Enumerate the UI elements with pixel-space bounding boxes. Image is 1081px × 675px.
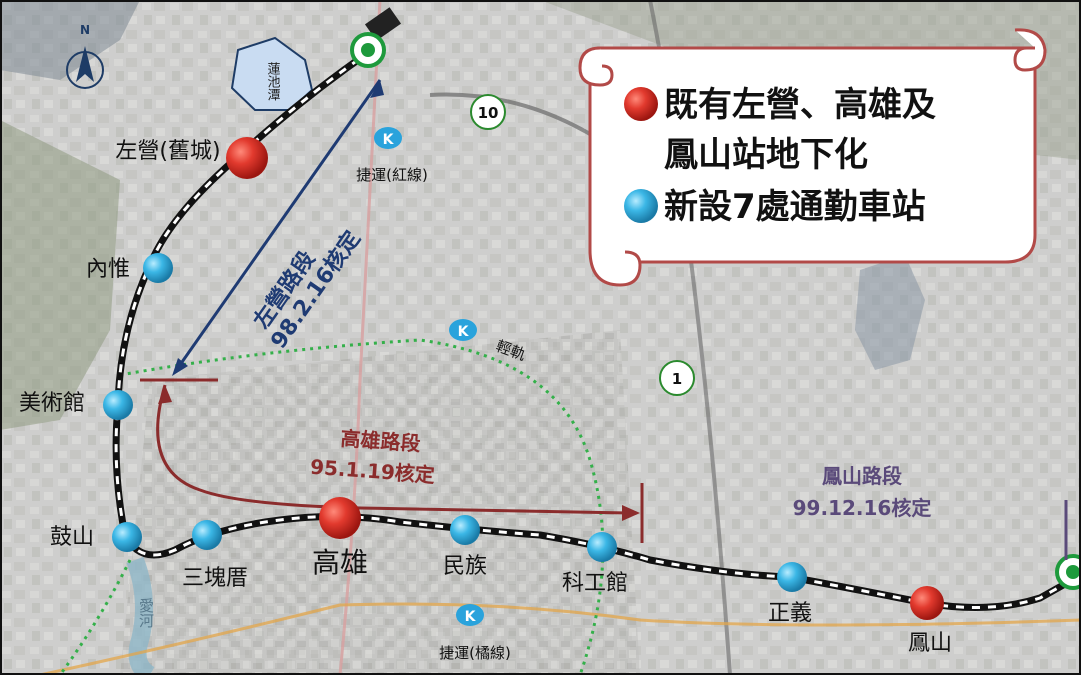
station-science-museum-label: 科工館 — [562, 571, 628, 596]
svg-text:K: K — [383, 132, 395, 148]
station-neiwei-label: 內惟 — [86, 257, 130, 282]
mrt-red-logo-icon: K — [374, 127, 402, 149]
segment-fengshan: 鳳山路段 99.12.16核定 — [793, 464, 1068, 560]
station-minzu-label: 民族 — [443, 554, 487, 579]
legend-line2: 鳳山站地下化 — [664, 135, 868, 175]
legend-scroll-bottom-curl — [588, 249, 642, 287]
svg-text:K: K — [465, 609, 477, 625]
station-sankuaicuo-label: 三塊厝 — [182, 566, 248, 591]
north-label: N — [80, 23, 90, 37]
station-art-museum-label: 美術館 — [19, 391, 85, 416]
svg-text:K: K — [458, 324, 470, 340]
legend-line3: 新設7處通勤車站 — [664, 187, 926, 227]
north-endpoint-marker — [350, 32, 386, 68]
legend-line1: 既有左營、高雄及 — [664, 85, 936, 125]
station-minzu: 民族 — [443, 515, 487, 579]
station-neiwei: 內惟 — [86, 253, 173, 283]
lrt-logo-icon: K — [449, 319, 477, 341]
legend-new-icon — [624, 189, 658, 223]
green-area-west — [0, 120, 120, 430]
legend-existing-icon — [624, 87, 658, 121]
station-zuoying-label: 左營(舊城) — [115, 139, 220, 164]
station-gushan: 鼓山 — [50, 522, 142, 552]
highway-1-label: 1 — [672, 370, 682, 388]
mrt-orange-logo-icon: K — [456, 604, 484, 626]
highway-10-shield: 10 — [470, 94, 506, 130]
east-endpoint-marker — [1055, 554, 1081, 590]
north-arrow: N — [66, 23, 104, 89]
river-label: 愛河 — [137, 598, 155, 628]
station-zuoying: 左營(舊城) — [115, 137, 268, 179]
station-sankuaicuo: 三塊厝 — [182, 520, 248, 591]
mrt-orange-line — [39, 602, 1081, 675]
station-art-museum: 美術館 — [19, 390, 133, 420]
station-science-museum: 科工館 — [562, 532, 628, 596]
highway-1-shield: 1 — [659, 360, 695, 396]
highway-10-label: 10 — [478, 104, 499, 122]
segment-fengshan-date: 99.12.16核定 — [793, 496, 932, 520]
station-zhengyi: 正義 — [768, 562, 812, 626]
legend-scroll-top-curl — [1013, 28, 1047, 72]
urban-district — [120, 330, 640, 675]
station-zhengyi-label: 正義 — [768, 601, 812, 626]
segment-fengshan-name: 鳳山路段 — [822, 464, 902, 488]
love-river — [126, 556, 155, 675]
mrt-red-line — [338, 0, 382, 675]
sea-area — [0, 0, 140, 80]
station-gushan-label: 鼓山 — [50, 525, 94, 550]
station-fengshan-label: 鳳山 — [908, 631, 952, 656]
lotus-pond-label: 蓮池潭 — [265, 62, 281, 101]
station-kaohsiung-label: 高雄 — [312, 546, 368, 579]
legend-scroll: 既有左營、高雄及 鳳山站地下化 新設7處通勤車站 — [578, 28, 1047, 287]
legend-scroll-left-curl — [578, 46, 614, 87]
mrt-orange-label: 捷運(橘線) — [439, 644, 511, 662]
station-kaohsiung: 高雄 — [312, 497, 368, 579]
segment-kaohsiung-name: 高雄路段 — [340, 426, 421, 456]
reservoir — [855, 255, 925, 370]
mrt-red-label: 捷運(紅線) — [356, 166, 428, 184]
station-fengshan: 鳳山 — [908, 586, 952, 656]
north-depot — [364, 7, 402, 41]
